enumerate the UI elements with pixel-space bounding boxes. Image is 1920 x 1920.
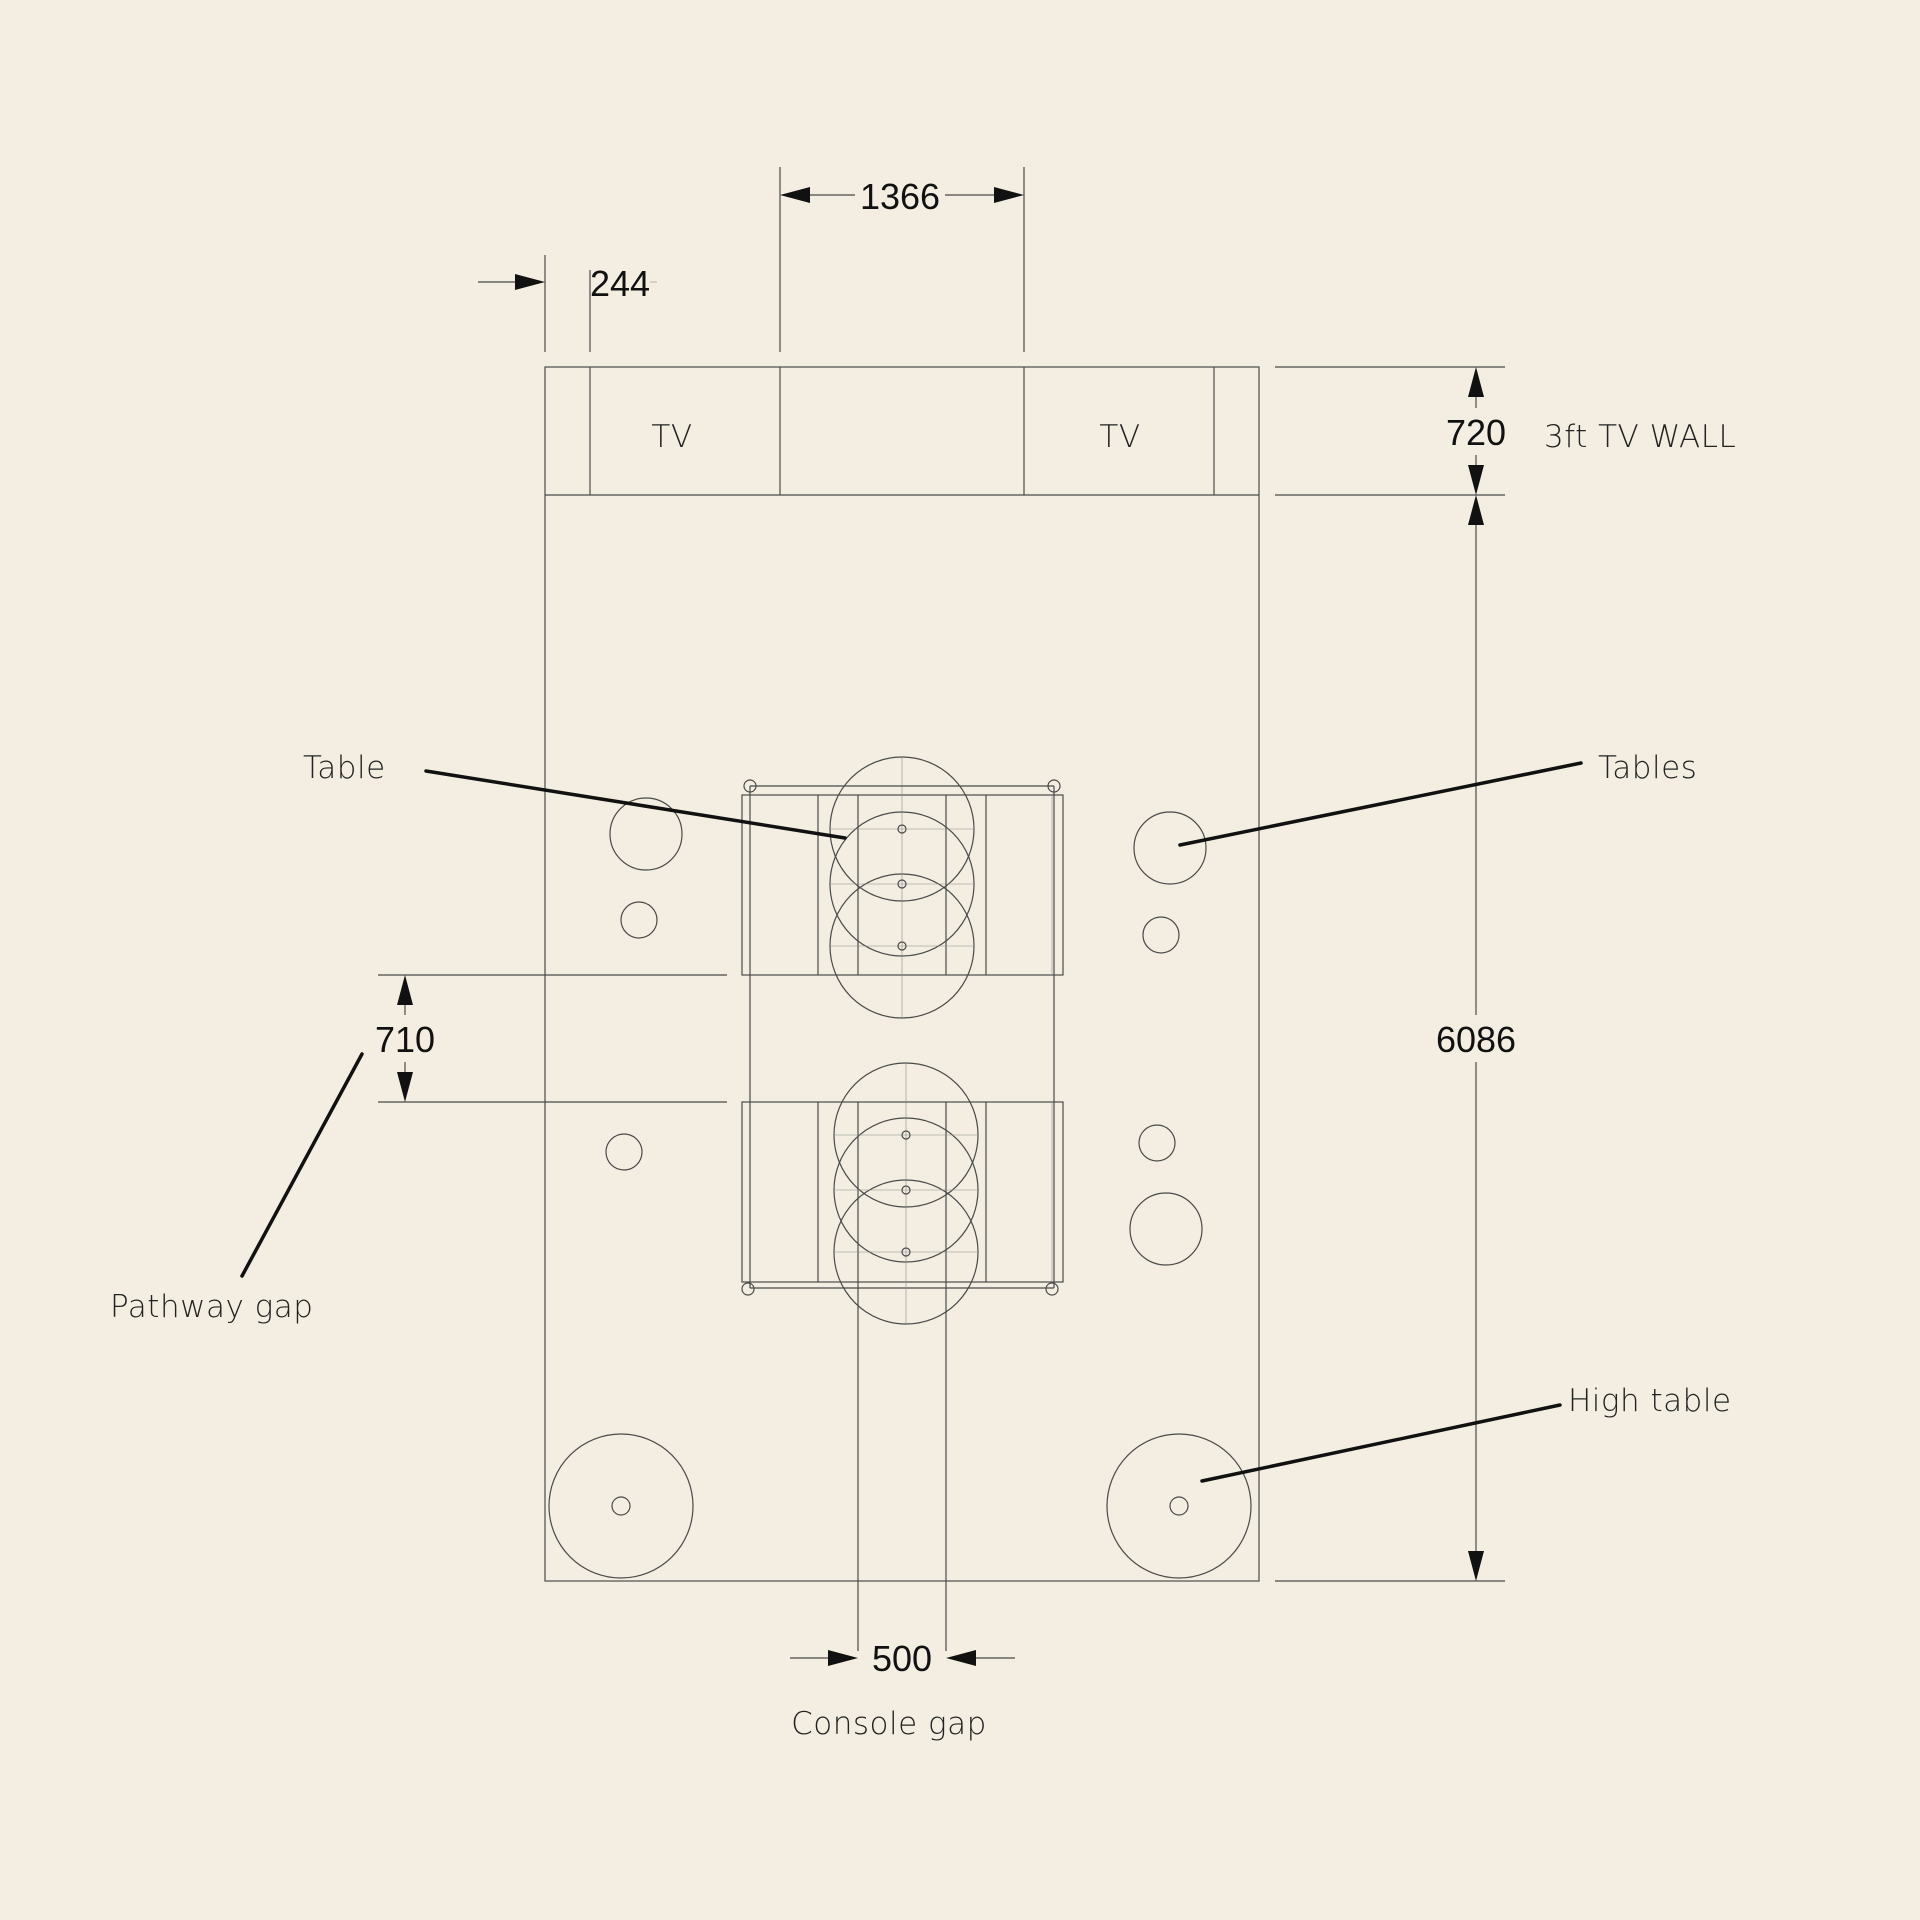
- tables-label: Tables: [1598, 750, 1697, 786]
- dimension-1366: [779, 167, 1025, 352]
- console-gap-lines: [857, 1282, 947, 1651]
- tv-wall: [589, 367, 1215, 495]
- dimension-710-label: 710: [375, 1019, 435, 1060]
- high-table-right: [1106, 1433, 1252, 1579]
- center-platform: [741, 779, 1061, 1296]
- high-table-label: High table: [1568, 1383, 1732, 1419]
- tv-wall-label: 3ft TV WALL: [1544, 419, 1736, 455]
- dimension-720: [1275, 366, 1505, 496]
- chairs-lower: [833, 1062, 979, 1325]
- dimension-1366-label: 1366: [860, 176, 940, 217]
- table-label: Table: [303, 750, 386, 786]
- tv-left-label: TV: [651, 419, 692, 455]
- dimension-244: [478, 255, 657, 352]
- dimension-244-label: 244: [590, 263, 650, 304]
- high-table-leader: [1200, 1403, 1562, 1483]
- dimension-6086-label: 6086: [1436, 1019, 1516, 1060]
- console-unit-upper: [741, 794, 1064, 976]
- dimension-6086: [1275, 495, 1505, 1582]
- room-outline: [544, 366, 1260, 1582]
- pathway-gap-leader: [240, 1052, 364, 1278]
- high-table-left: [548, 1433, 694, 1579]
- tables-leader: [1178, 761, 1583, 847]
- table-leader: [424, 769, 847, 840]
- dimension-720-label: 720: [1446, 412, 1506, 453]
- pathway-gap-label: Pathway gap: [110, 1289, 313, 1325]
- side-tables: [605, 797, 1207, 1266]
- dimension-500-label: 500: [872, 1638, 932, 1679]
- dimension-710: [378, 974, 727, 1103]
- console-gap-label: Console gap: [791, 1706, 987, 1742]
- chairs-upper: [829, 756, 975, 1019]
- dimension-500: [790, 1650, 1015, 1666]
- tv-right-label: TV: [1099, 419, 1140, 455]
